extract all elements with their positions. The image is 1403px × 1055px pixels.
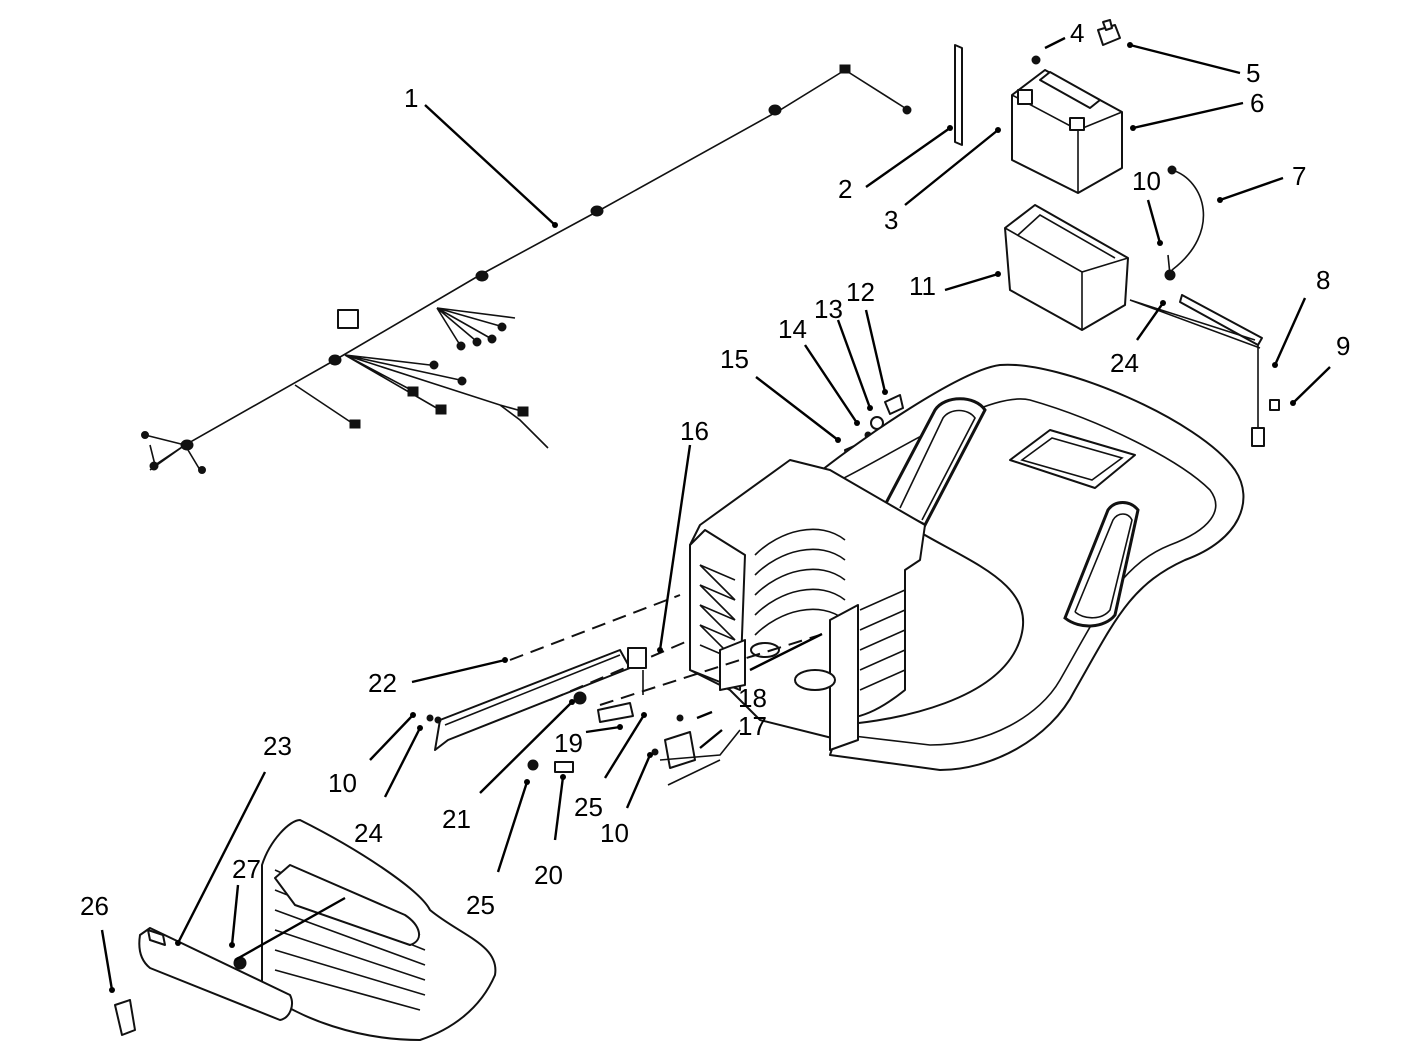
leader-line [1129,43,1241,75]
callout-25-mid: 25 [574,792,603,822]
callout-leaders [100,36,1331,991]
leader-line [836,319,872,409]
callout-14: 14 [778,314,807,344]
leader-line [1136,302,1164,341]
leader-line [904,129,999,206]
callout-20: 20 [534,860,563,890]
callout-5: 5 [1246,58,1260,88]
leader-line [585,725,621,734]
callout-11: 11 [909,271,936,301]
callout-6: 6 [1250,88,1264,118]
leader-line [1219,176,1284,202]
leader-line [755,376,839,441]
callout-19: 19 [554,728,583,758]
callout-22: 22 [368,668,397,698]
solenoid-assembly [527,714,741,786]
leader-line [496,781,529,873]
leader-line [176,771,267,944]
callout-21: 21 [442,804,471,834]
leader-line [1044,36,1066,50]
callout-16: 16 [680,416,709,446]
front-bumper [114,927,293,1036]
mounting-bracket [426,594,821,751]
leader-line [411,658,506,684]
callout-24-left: 24 [354,818,383,848]
leader-line [1292,366,1331,404]
callout-8: 8 [1316,265,1330,295]
callout-3: 3 [884,205,898,235]
leader-line [696,710,713,720]
callout-15: 15 [720,344,749,374]
callout-18: 18 [738,683,767,713]
leader-line [944,272,999,292]
leader-tips [109,42,1296,993]
leader-line [383,727,422,798]
wiring-harness [141,64,912,474]
callout-24-top: 24 [1110,348,1139,378]
terminal-cover [1097,19,1121,46]
leader-line [234,896,346,962]
hood-grille [233,819,497,1041]
callout-12: 12 [846,277,875,307]
callout-10-top: 10 [1132,166,1161,196]
leader-line [864,309,887,393]
callout-23: 23 [263,731,292,761]
leader-line [804,344,858,424]
leader-line [625,754,652,809]
leader-line [100,929,114,991]
callout-10-left: 10 [328,768,357,798]
callout-7: 7 [1292,161,1306,191]
leader-line [553,776,565,841]
leader-line [865,127,951,188]
dash-pedestal [689,459,926,751]
leader-line [658,444,692,651]
callout-26: 26 [80,891,109,921]
leader-line [230,884,240,946]
callout-9: 9 [1336,331,1350,361]
callout-17: 17 [738,711,767,741]
callout-13: 13 [814,294,843,324]
leader-line [1132,101,1244,130]
battery-tray [1004,204,1129,331]
callout-4: 4 [1070,18,1084,48]
callout-27: 27 [232,854,261,884]
battery [1011,55,1123,194]
leader-line [749,632,823,672]
battery-cables [1129,165,1280,447]
callout-25-low: 25 [466,890,495,920]
leader-line [1146,199,1162,244]
leader-line [1273,297,1307,366]
callout-labels: 1 2 3 4 5 6 7 10 8 9 11 24 12 13 14 15 1… [80,18,1350,921]
leader-line [479,701,573,794]
battery-rod [954,44,963,146]
callout-2: 2 [838,174,852,204]
leader-line [699,729,723,749]
leader-line [369,714,414,761]
leader-line [424,104,556,226]
leader-line [603,714,646,779]
callout-10-mid: 10 [600,818,629,848]
fender-body [821,363,1245,771]
callout-1: 1 [404,83,418,113]
